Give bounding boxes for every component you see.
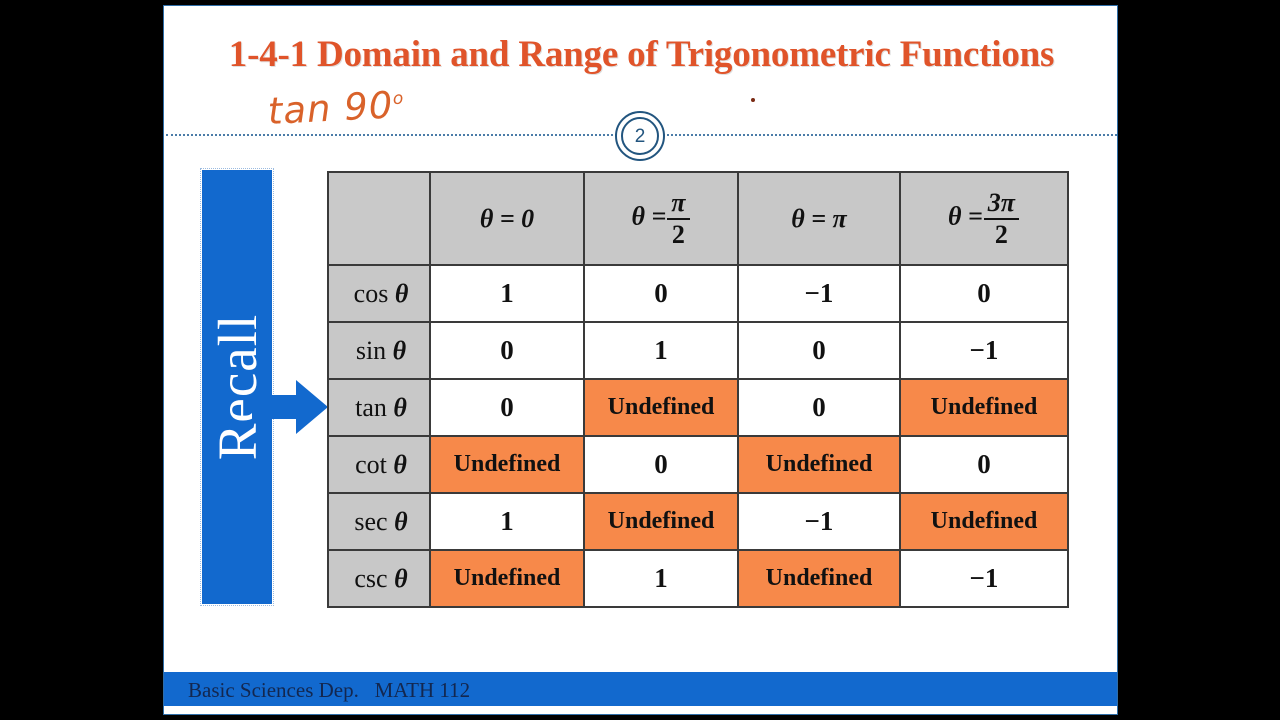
cell-cot-theta-0: Undefined xyxy=(429,435,585,494)
cell-tan-theta-0: 0 xyxy=(429,378,585,437)
row-label-function: cot xyxy=(355,449,387,479)
table-row: sec θ 1 Undefined −1 Undefined xyxy=(327,492,1069,551)
cell-cos-theta-3pi2: 0 xyxy=(899,264,1069,323)
row-label-function: sin xyxy=(355,335,387,365)
row-label-function: cos xyxy=(353,278,389,308)
cell-cos-theta-0: 1 xyxy=(429,264,585,323)
stray-ink-dot xyxy=(751,98,755,102)
right-arrow-icon xyxy=(252,380,328,434)
header-cell-theta-0: θ = 0 xyxy=(429,171,585,266)
fraction-numerator: π xyxy=(667,189,690,220)
row-label-variable: θ xyxy=(394,278,409,308)
footer-label: Basic Sciences Dep. MATH 112 xyxy=(188,678,471,702)
row-label-variable: θ xyxy=(394,563,408,593)
cell-tan-theta-pi: 0 xyxy=(737,378,901,437)
row-label-function: sec xyxy=(354,506,388,536)
cell-csc-theta-pi2: 1 xyxy=(583,549,739,608)
letterbox-left xyxy=(0,0,163,720)
row-label-tan: tan θ xyxy=(327,378,431,437)
letterbox-right xyxy=(1118,0,1280,720)
header-theta-pi-text: θ = π xyxy=(791,203,847,233)
fraction-numerator: 3π xyxy=(983,189,1019,220)
row-label-variable: θ xyxy=(393,449,407,479)
cell-csc-theta-pi: Undefined xyxy=(737,549,901,608)
cell-sec-theta-pi: −1 xyxy=(737,492,901,551)
header-theta-0-text: θ = 0 xyxy=(479,203,535,233)
table-row: sin θ 0 1 0 −1 xyxy=(327,321,1069,380)
cell-tan-theta-pi2: Undefined xyxy=(583,378,739,437)
cell-sin-theta-3pi2: −1 xyxy=(899,321,1069,380)
page-number-badge: 2 xyxy=(615,111,665,161)
table-row: cos θ 1 0 −1 0 xyxy=(327,264,1069,323)
row-label-function: tan xyxy=(355,392,387,422)
cell-sin-theta-pi: 0 xyxy=(737,321,901,380)
recall-banner: Recall xyxy=(200,168,274,606)
handwritten-annotation: tan 90o xyxy=(267,83,406,133)
header-theta-pi2-lead: θ = xyxy=(631,201,667,231)
cell-cot-theta-pi2: 0 xyxy=(583,435,739,494)
cell-sin-theta-0: 0 xyxy=(429,321,585,380)
cell-sec-theta-pi2: Undefined xyxy=(583,492,739,551)
cell-cos-theta-pi2: 0 xyxy=(583,264,739,323)
table-row: csc θ Undefined 1 Undefined −1 xyxy=(327,549,1069,608)
table-row: cot θ Undefined 0 Undefined 0 xyxy=(327,435,1069,494)
cell-sin-theta-pi2: 1 xyxy=(583,321,739,380)
cell-sec-theta-3pi2: Undefined xyxy=(899,492,1069,551)
fraction-denominator: 2 xyxy=(994,219,1008,249)
row-label-cos: cos θ xyxy=(327,264,431,323)
degree-symbol: o xyxy=(392,88,405,110)
page-number: 2 xyxy=(634,125,646,147)
row-label-sec: sec θ xyxy=(327,492,431,551)
presentation-slide: 1-4-1 Domain and Range of Trigonometric … xyxy=(163,5,1118,715)
row-label-csc: csc θ xyxy=(327,549,431,608)
fraction-denominator: 2 xyxy=(671,219,685,249)
header-cell-theta-pi: θ = π xyxy=(737,171,901,266)
table-row: tan θ 0 Undefined 0 Undefined xyxy=(327,378,1069,437)
cell-cot-theta-3pi2: 0 xyxy=(899,435,1069,494)
cell-csc-theta-0: Undefined xyxy=(429,549,585,608)
cell-csc-theta-3pi2: −1 xyxy=(899,549,1069,608)
header-theta-3pi2-lead: θ = xyxy=(947,201,983,231)
cell-cot-theta-pi: Undefined xyxy=(737,435,901,494)
cell-sec-theta-0: 1 xyxy=(429,492,585,551)
footer-bar xyxy=(164,672,1117,706)
row-label-variable: θ xyxy=(393,392,407,422)
header-cell-empty xyxy=(327,171,431,266)
row-label-variable: θ xyxy=(394,506,408,536)
row-label-variable: θ xyxy=(392,335,407,365)
page-title: 1-4-1 Domain and Range of Trigonometric … xyxy=(228,34,1055,75)
cell-tan-theta-3pi2: Undefined xyxy=(899,378,1069,437)
row-label-cot: cot θ xyxy=(327,435,431,494)
handwritten-text: tan 90 xyxy=(266,83,395,133)
row-label-function: csc xyxy=(354,563,388,593)
cell-cos-theta-pi: −1 xyxy=(737,264,901,323)
badge-inner-ring xyxy=(621,117,659,155)
row-label-sin: sin θ xyxy=(327,321,431,380)
